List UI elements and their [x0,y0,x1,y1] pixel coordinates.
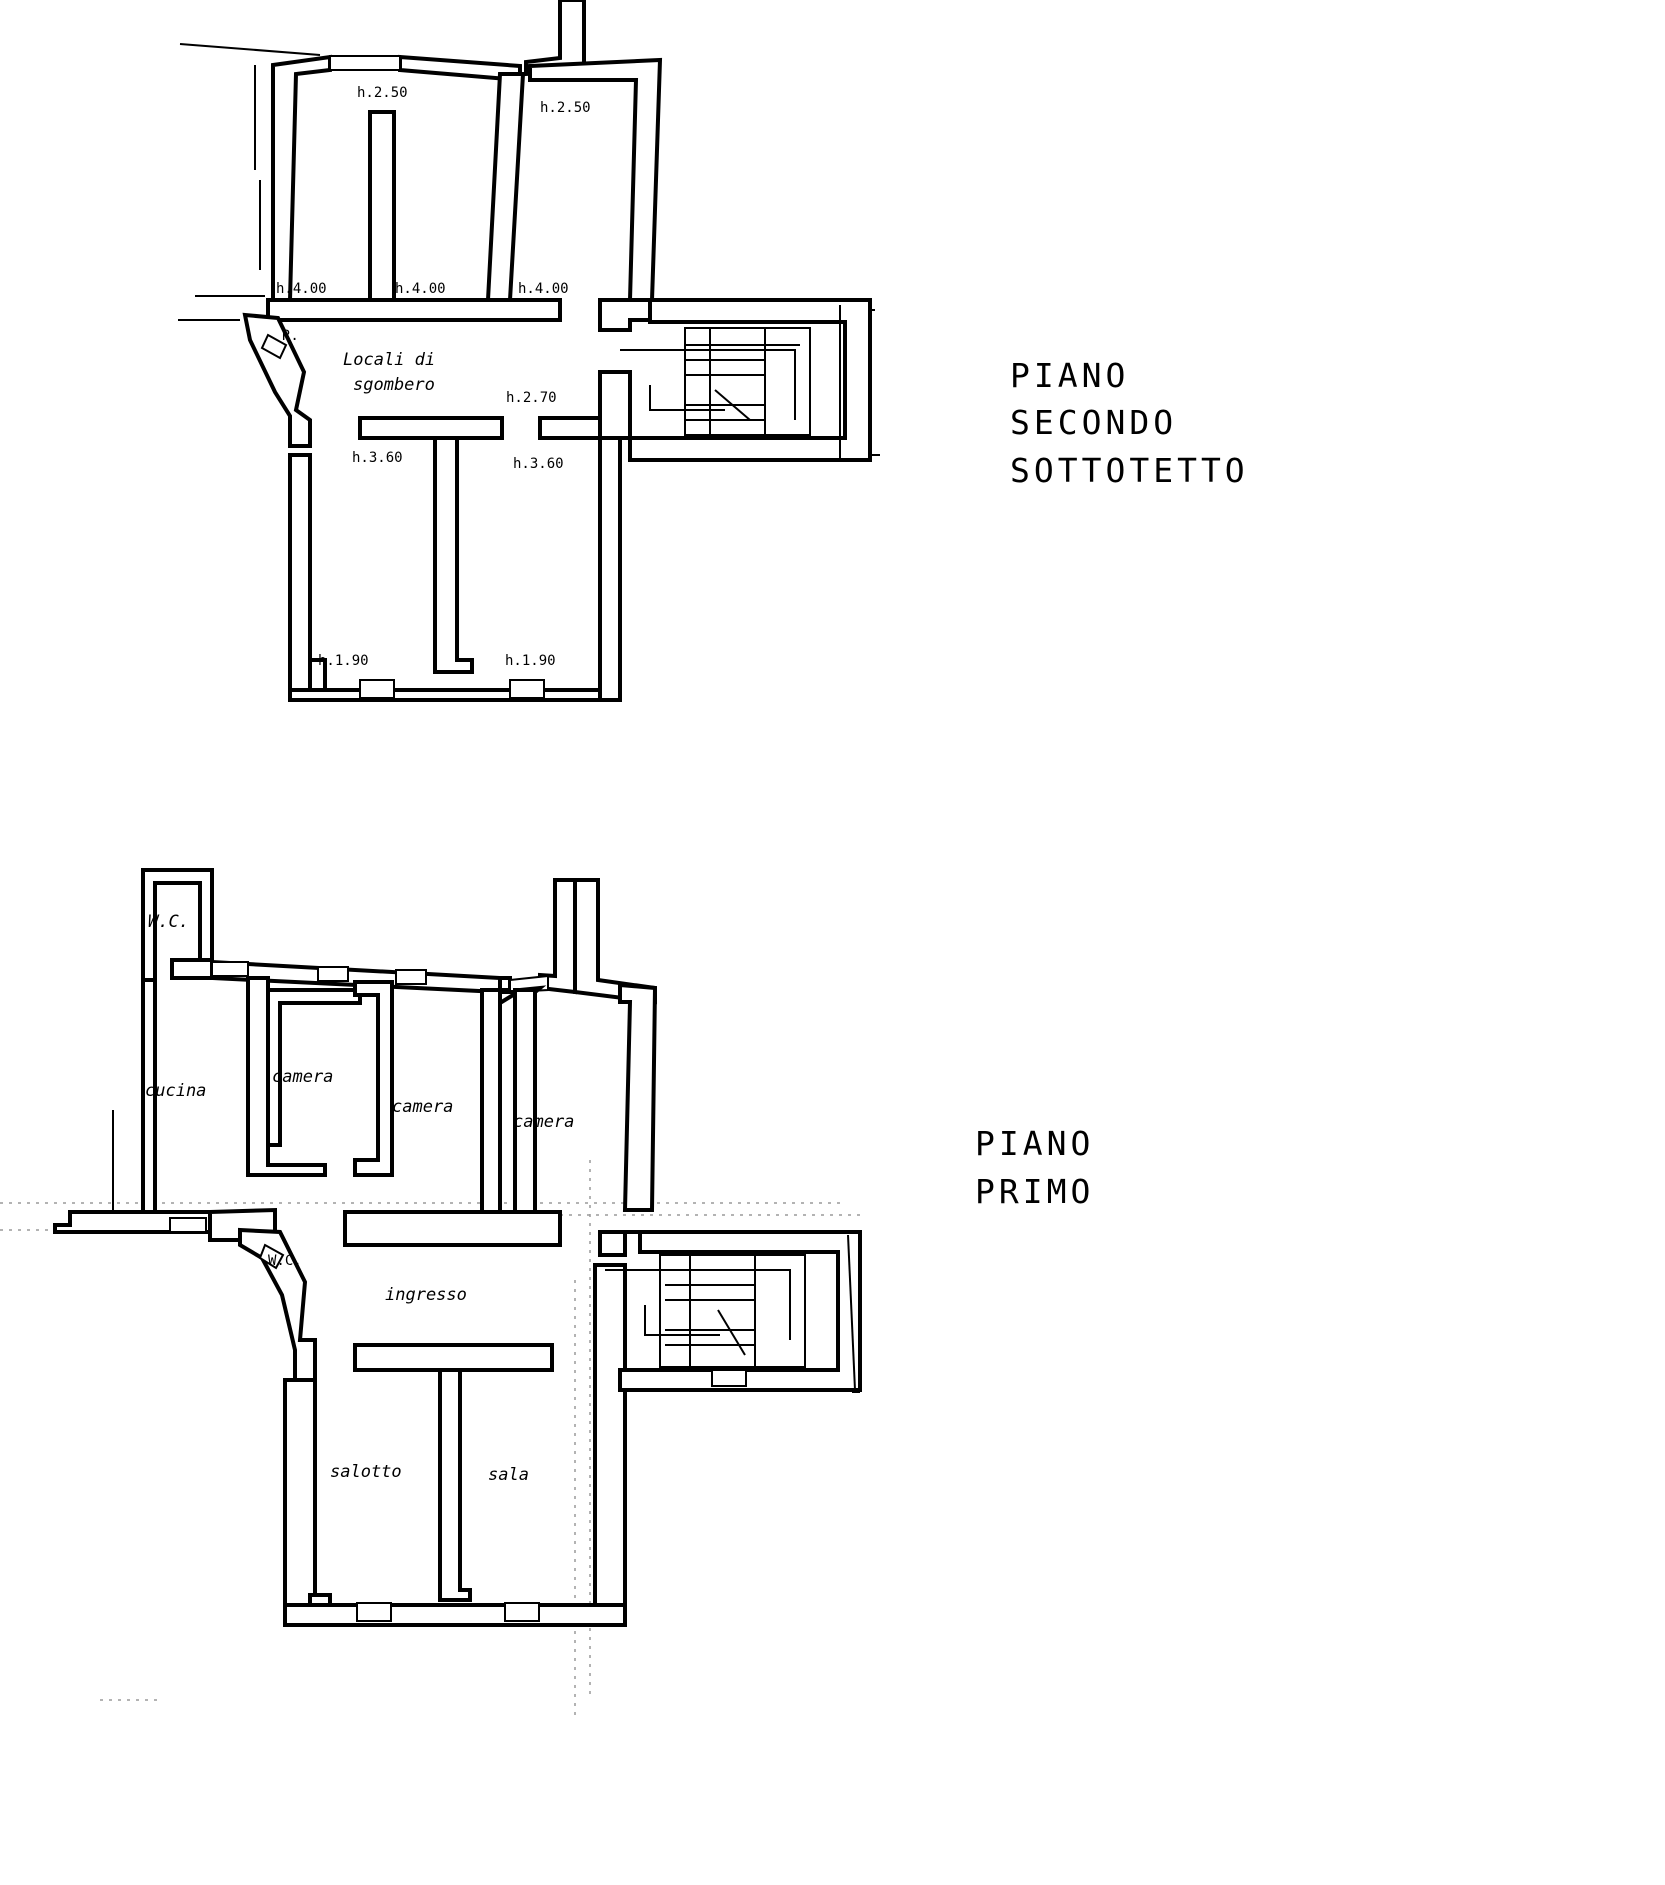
room-label: sgombero [353,375,435,395]
room-label-line: Locali di [343,350,435,370]
height-label: h.3.60 [513,456,564,472]
title-line: PIANO [1010,356,1129,395]
second-floor-plan: h.2.50 h.2.50 h.4.00 h.4.00 h.4.00 h.2.7… [178,0,1249,702]
room-label-kitchen: cucina [145,1081,206,1101]
height-label: h.2.50 [357,85,408,101]
plan-title-second-floor: PIANO SECONDO SOTTOTETTO [1010,356,1249,490]
small-room-label: R. [282,328,299,344]
room-label-wc: W.C. [148,912,189,932]
room-label-dining: sala [488,1465,529,1485]
height-label: h.3.60 [352,450,403,466]
title-line: PRIMO [975,1172,1094,1211]
plan-title-first-floor: PIANO PRIMO [975,1124,1094,1211]
room-label-bedroom: camera [392,1097,453,1117]
staircase-icon [620,327,811,436]
title-line: SECONDO [1010,403,1177,442]
height-label: h.4.00 [276,281,327,297]
height-label: h.4.00 [518,281,569,297]
room-label-bedroom: camera [272,1067,333,1087]
room-label: Locali di [343,350,435,370]
room-label-bedroom: camera [513,1112,574,1132]
height-label: h.1.90 [318,653,369,669]
height-label: h.4.00 [395,281,446,297]
title-line: SOTTOTETTO [1010,451,1249,490]
staircase-icon [605,1254,806,1368]
room-label-wc-small: W.C. [268,1253,302,1269]
height-label: h.2.50 [540,100,591,116]
height-label: h.1.90 [505,653,556,669]
title-line: PIANO [975,1124,1094,1163]
room-label-entrance: ingresso [385,1285,467,1305]
height-label: h.2.70 [506,390,557,406]
room-label-living: salotto [330,1462,402,1482]
first-floor-plan: W.C. cucina camera camera camera W.C. in… [0,868,1094,1720]
